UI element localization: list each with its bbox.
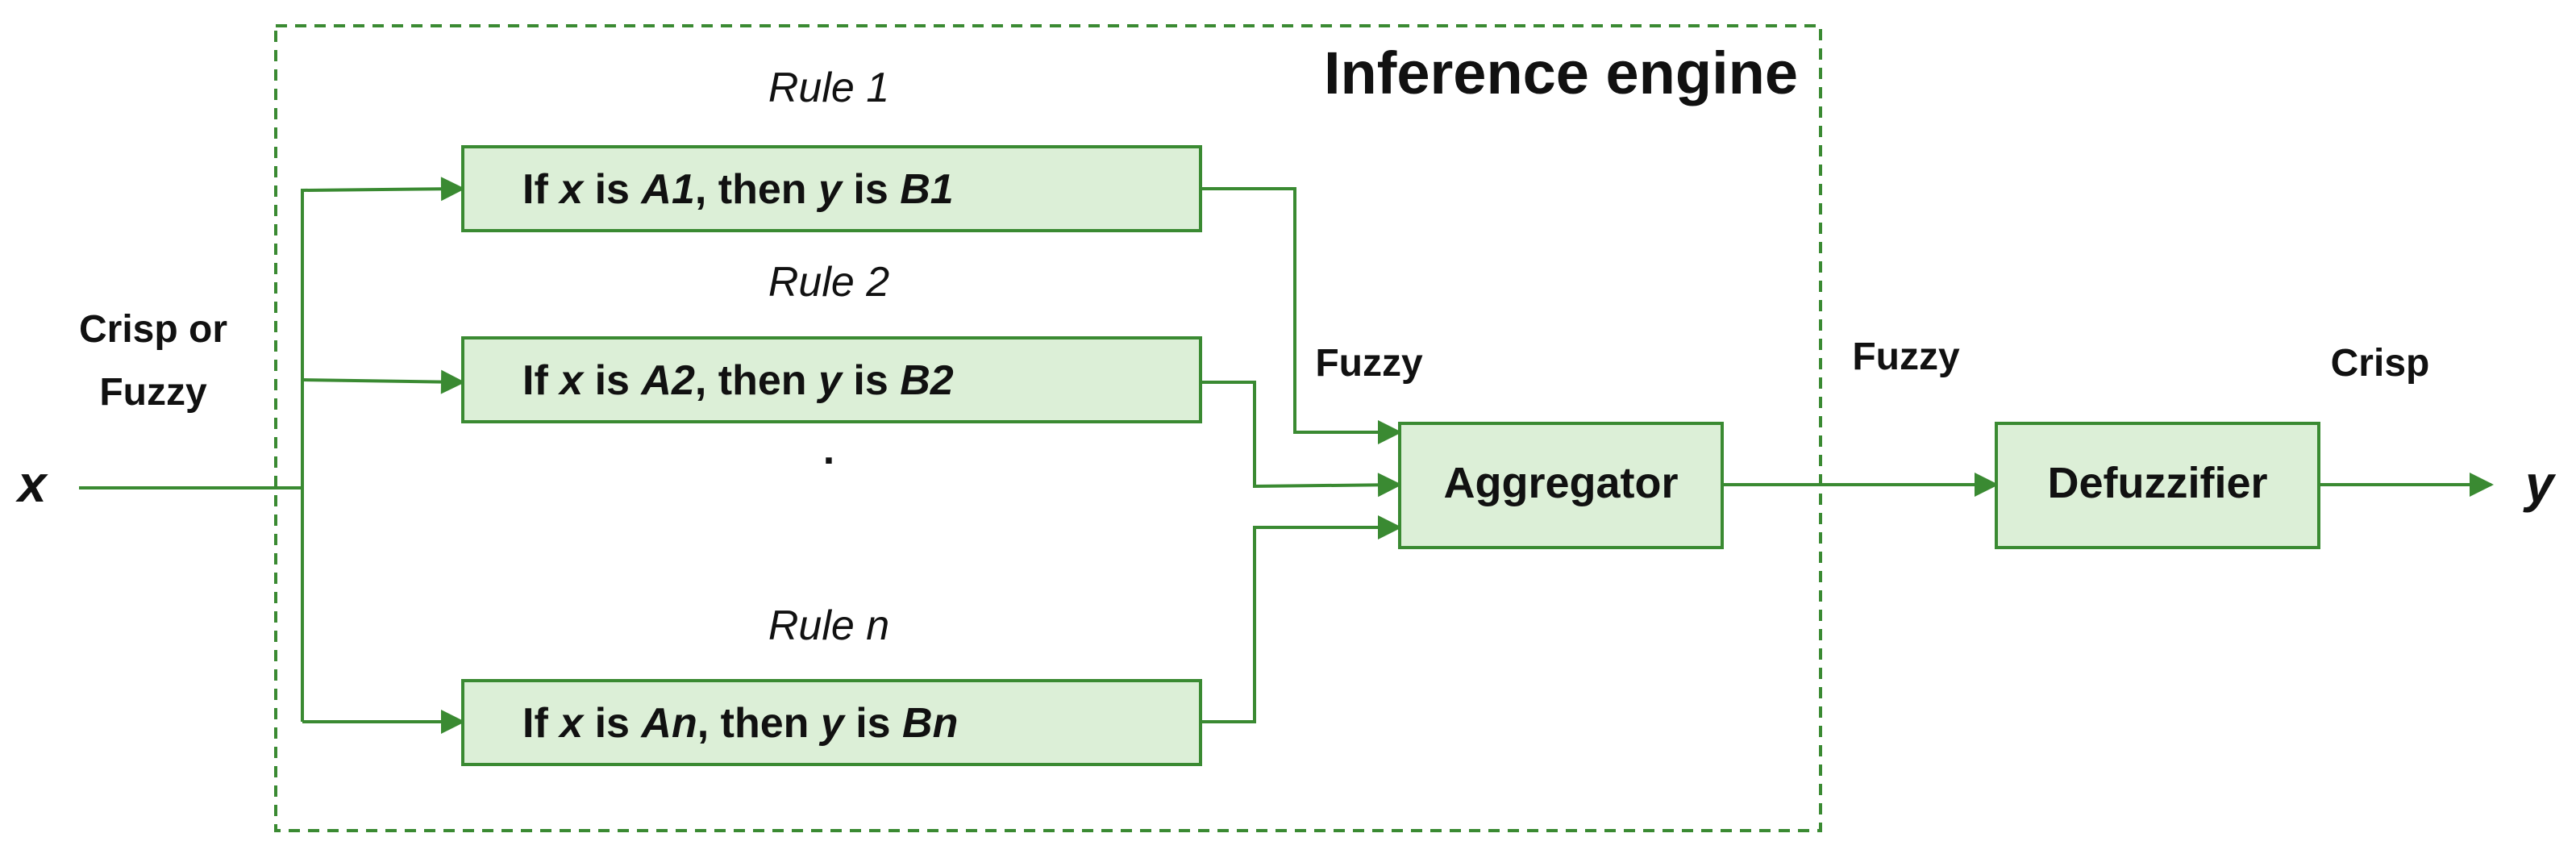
inference-engine-title: Inference engine — [1324, 40, 1798, 106]
aggregator-label: Aggregator — [1443, 459, 1678, 507]
rules-ellipsis: . — [823, 427, 834, 473]
input-type-label-line2: Fuzzy — [99, 371, 207, 414]
defuzzifier-label: Defuzzifier — [2047, 459, 2267, 507]
rule-n-text: If x is An, then y is Bn — [522, 700, 958, 747]
rule-1-text: If x is A1, then y is B1 — [522, 166, 954, 213]
input-wire-rule-2 — [302, 369, 465, 394]
rule-n-label: Rule n — [768, 602, 889, 649]
rule-1-label: Rule 1 — [768, 65, 889, 111]
output-variable-y: y — [2523, 455, 2557, 513]
rule-2-text: If x is A2, then y is B2 — [522, 357, 954, 404]
rule-2-box — [461, 336, 1202, 423]
defuzzifier-box — [1995, 422, 2320, 549]
input-wire-rule-1 — [302, 177, 465, 202]
defuzzifier-output-label: Crisp — [2331, 342, 2430, 385]
aggregator-output-label: Fuzzy — [1852, 335, 1960, 378]
rule-2-label: Rule 2 — [768, 259, 889, 306]
rule-1-box — [461, 145, 1202, 232]
input-type-label-line1: Crisp or — [79, 308, 227, 351]
rule-2-output-wire — [1201, 381, 1402, 498]
input-variable-x: x — [15, 455, 48, 513]
aggregator-input-label: Fuzzy — [1315, 342, 1423, 385]
rule-n-box — [461, 679, 1202, 766]
inference-engine-frame — [274, 24, 1822, 832]
rule-n-output-wire — [1201, 515, 1402, 723]
rule-1-output-wire — [1201, 187, 1402, 444]
